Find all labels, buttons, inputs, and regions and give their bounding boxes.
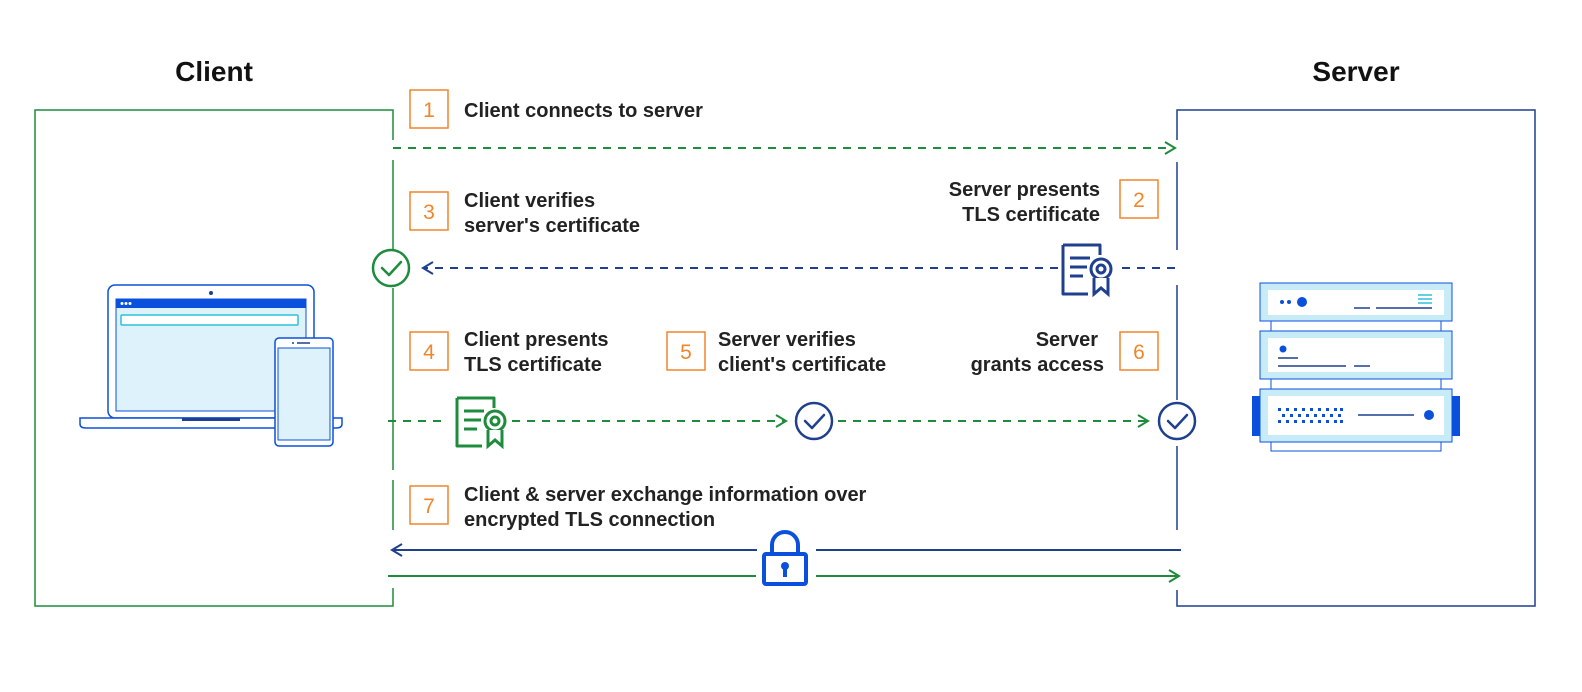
step-number: 2: [1133, 189, 1145, 212]
step-number: 5: [680, 341, 692, 364]
step-text-line: Server verifies: [718, 329, 856, 351]
step-text-line: Client verifies: [464, 190, 595, 212]
step-number-box: [666, 331, 706, 371]
step-number-box: [1119, 331, 1159, 371]
step-text-line: grants access: [971, 354, 1104, 376]
client-box: [34, 109, 394, 607]
server-rack-icon: [1252, 282, 1460, 452]
server-title: Server: [1312, 56, 1399, 87]
laptop-and-phone-icon: [79, 284, 343, 447]
step-number-box: [1119, 179, 1159, 219]
server-box: [1176, 109, 1536, 607]
step-text-line: TLS certificate: [962, 204, 1100, 226]
step-4: 4 Client presents TLS certificate: [409, 329, 608, 376]
client-title: Client: [175, 56, 253, 87]
server-verify-checkmark-circle-icon: [794, 401, 834, 441]
step-number-box: [409, 331, 449, 371]
step-text-line: Server: [1036, 329, 1098, 351]
step-text-line: Client presents: [464, 329, 608, 351]
step-number-box: [409, 89, 449, 129]
access-granted-checkmark-circle-icon: [1157, 401, 1197, 441]
step-number: 4: [423, 341, 435, 364]
step-1: 1 Client connects to server: [409, 89, 703, 129]
step-text-line: server's certificate: [464, 215, 640, 237]
step-2: 2 Server presents TLS certificate: [949, 179, 1159, 226]
step-text-line: encrypted TLS connection: [464, 509, 715, 531]
step-number: 6: [1133, 341, 1145, 364]
step-5: 5 Server verifies client's certificate: [666, 329, 886, 376]
client-certificate-icon: [455, 396, 507, 450]
step-6: 6 Server grants access: [971, 329, 1159, 376]
step-number: 3: [423, 201, 435, 224]
step-number-box: [409, 191, 449, 231]
step-number-box: [409, 485, 449, 525]
step-text-line: TLS certificate: [464, 354, 602, 376]
step-3: 3 Client verifies server's certificate: [409, 190, 640, 237]
step-number: 7: [423, 495, 435, 518]
step-text-line: Server presents: [949, 179, 1100, 201]
step-text-line: Client connects to server: [464, 100, 703, 122]
step-number: 1: [423, 99, 435, 122]
padlock-icon: [762, 530, 808, 586]
server-certificate-icon: [1061, 243, 1113, 298]
step-7: 7 Client & server exchange information o…: [409, 484, 867, 531]
client-verify-checkmark-circle-icon: [371, 248, 411, 288]
step-text-line: client's certificate: [718, 354, 886, 376]
step-text-line: Client & server exchange information ove…: [464, 484, 867, 506]
